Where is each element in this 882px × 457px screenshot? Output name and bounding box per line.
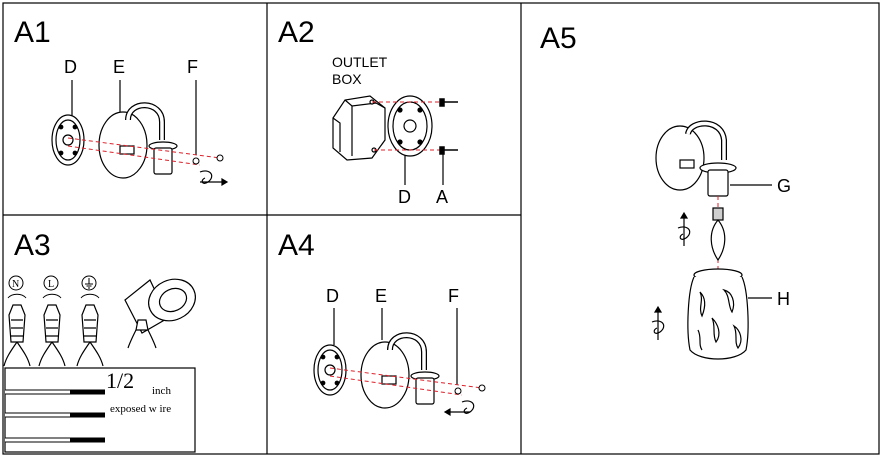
a3-tape-roll [124,278,196,349]
a1-label-e: E [113,57,125,77]
a2-label-a: A [436,187,448,207]
a3-ground-icon [85,278,93,289]
a4-label-e: E [375,286,387,306]
a4-mounting-plate [313,344,347,396]
a4-label-d: D [326,286,339,306]
a2-mounting-plate [387,95,433,157]
a4-label-f: F [448,286,459,306]
a1-mounting-plate [51,114,85,166]
a5-sconce-body [655,120,737,197]
a5-glass-shade [687,268,749,360]
a3-strip-unit: inch [152,385,171,397]
panel-a3-title: A3 [14,229,51,262]
a2-screws [439,98,458,155]
a1-label-f: F [187,57,198,77]
panel-a1-title: A1 [14,16,51,49]
a4-rotate-icon [443,400,475,417]
a4-sconce-body [360,332,440,409]
a3-strip-guide [4,367,196,453]
panel-a4-title: A4 [278,229,315,262]
a5-shade-rotate-icon [651,305,665,340]
a5-label-h: H [777,289,790,309]
a3-strip-fraction: 1/2 [106,368,134,393]
panel-a5: A5 G H [540,22,791,360]
panel-a5-title: A5 [540,22,577,55]
a3-symbol-live: L [48,279,54,290]
panel-a3: A3 N L [3,229,196,453]
a2-outlet-line1: OUTLET [332,54,388,70]
a3-strip-note: exposed w ire [110,403,171,415]
a2-label-d: D [398,187,411,207]
a3-wire-nuts [8,304,99,343]
panel-a1: A1 D E F [14,16,229,187]
panel-a4: A4 D E F [278,229,486,417]
panel-a2: A2 OUTLET BOX D A [278,16,458,207]
a5-label-g: G [777,176,791,196]
a1-rotate-icon [199,170,229,187]
a3-symbol-neutral: N [12,279,19,290]
a1-sconce-body [98,102,178,179]
panel-a2-title: A2 [278,16,315,49]
a5-bulb-rotate-icon [677,211,691,246]
a2-outlet-line2: BOX [332,71,362,87]
a1-label-d: D [64,57,77,77]
a5-bulb [710,207,726,262]
